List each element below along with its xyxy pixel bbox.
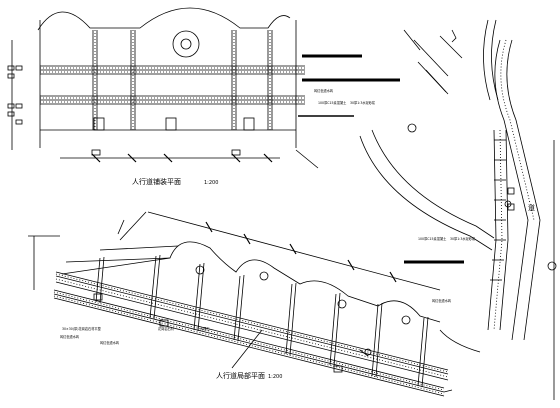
mid-annotations: 100厚C15素混凝土 30厚1:3水泥砂浆 100厚C15素混凝土 30厚1:… [318, 100, 535, 303]
annotation-bottom-left-c: 大理石 [200, 326, 210, 331]
top-plan-note: 砖红色透水砖 [314, 88, 334, 93]
top-plan-scale: 1:200 [204, 180, 218, 186]
bottom-plan-scalloped-edge [61, 241, 441, 323]
annotation-bottom-left-b: 花岗岩石材 [158, 326, 175, 331]
road-marker-label: 道 [528, 203, 535, 212]
top-plan-title: 人行道铺装平面 [132, 177, 181, 186]
annotation-right-a: 100厚C15素混凝土 [418, 236, 447, 241]
tree-pit-circle [172, 30, 200, 58]
bottom-plan-note: 砖红色透水砖 [60, 334, 80, 339]
annotation-right-c: 砖红色透水砖 [432, 298, 452, 303]
top-plan-labels: 人行道铺装平面 1:200 砖红色透水砖 [132, 88, 334, 186]
bottom-plan [28, 211, 481, 397]
annotation-mid-b: 30厚1:3水泥砂浆 [350, 100, 376, 105]
bottom-plan-scale: 1:200 [268, 374, 282, 380]
bottom-plan-title: 人行道局部平面 [216, 371, 265, 380]
top-plan-scalloped-edge [37, 7, 291, 31]
annotation-bottom-left-d: 砖红色透水砖 [100, 340, 120, 345]
top-plan [7, 7, 319, 169]
annotation-mid-a: 100厚C15素混凝土 [318, 100, 347, 105]
right-road-plan [359, 19, 557, 400]
annotation-right-b: 30厚1:3水泥砂浆 [450, 236, 476, 241]
bottom-plan-labels: 人行道局部平面 1:200 砖红色透水砖 30×30(厚)花岗岩石材平整 花岗岩… [60, 326, 282, 380]
annotation-bottom-left-a: 30×30(厚)花岗岩石材平整 [62, 326, 102, 331]
tree-pit-inner [180, 38, 192, 50]
